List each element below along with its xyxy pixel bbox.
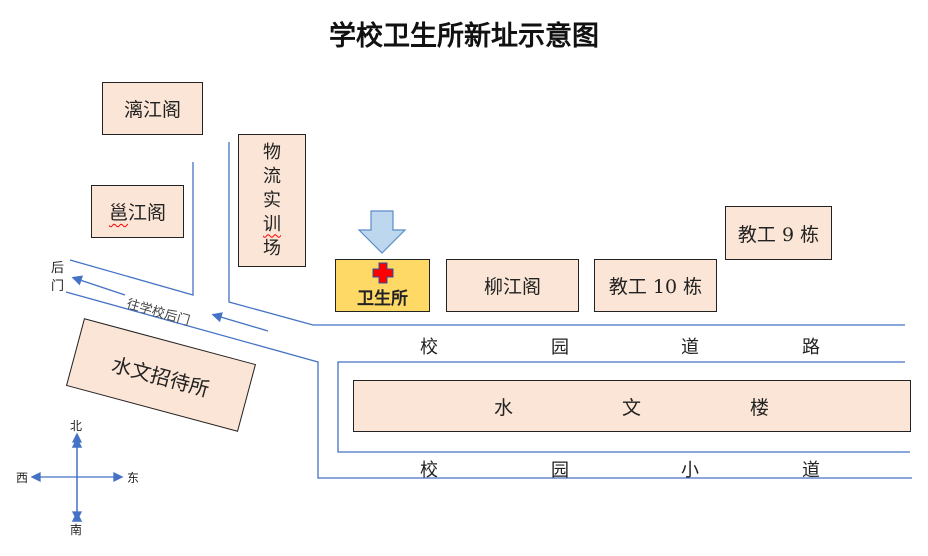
road-label: 路 [802,337,820,358]
label-part: 江阁 [128,202,167,224]
direction-arrow [71,275,126,296]
lane-label: 道 [802,460,820,481]
clinic-label: 卫生所 [357,289,408,309]
map-title: 学校卫生所新址示意图 [329,21,599,52]
compass-west: 西 [16,471,29,485]
label-char: 物 [263,141,281,163]
label-part: 邕 [108,202,128,224]
label-char: 文 [622,396,642,419]
building-staff10: 教工 10 栋 [594,259,717,312]
lane-label: 校 [420,460,438,481]
direction-arrow [211,312,269,332]
back-gate-label: 后 [51,261,65,276]
building-yongjiang: 邕江阁 [91,185,184,238]
road-edge [337,361,910,453]
building-liujiang: 柳江阁 [446,259,579,312]
label-char: 训 [263,213,281,235]
road-label: 校 [420,337,438,358]
compass-south: 南 [70,523,83,537]
building-logistics: 物 流 实 训 场 [238,134,306,267]
road-label: 道 [681,337,699,358]
lane-label: 园 [551,460,569,481]
building-lijiang: 漓江阁 [102,82,203,135]
down-arrow-icon [357,210,407,254]
building-staff9: 教工 9 栋 [725,206,832,260]
road-edge [65,291,912,479]
label-char: 流 [263,165,281,187]
building-shuiwen: 水 文 楼 [353,380,911,432]
road-edge [69,162,194,296]
road-edge [228,142,905,326]
red-cross-icon [372,262,393,284]
building-clinic: 卫生所 [335,259,430,312]
label-char: 场 [263,237,281,259]
label-char: 楼 [750,396,770,419]
compass-east: 东 [127,471,140,485]
lane-label: 小 [681,460,699,481]
road-label: 园 [551,337,569,358]
back-gate-label: 门 [51,279,65,294]
compass-north: 北 [70,419,83,433]
label-char: 实 [263,189,281,211]
label-char: 水 [494,396,514,419]
